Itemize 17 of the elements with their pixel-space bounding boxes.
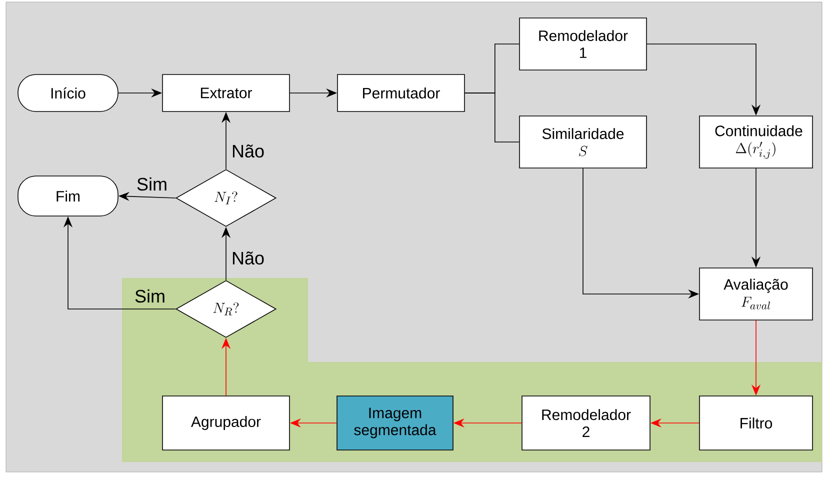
terminal-box: Fim <box>18 176 118 216</box>
edge-label: Não <box>232 144 264 158</box>
terminal-box: Início <box>18 74 118 112</box>
process-box: Imagem segmentada <box>336 396 454 450</box>
edge-label: Sim <box>135 289 164 303</box>
process-box: Agrupador <box>162 396 290 450</box>
process-box: Remodelador 2 <box>522 396 650 450</box>
process-box: Avaliação $F_{aval}$ <box>699 268 813 320</box>
process-box: Filtro <box>699 396 813 450</box>
process-box: Continuidade $\Delta(r'_{i,j})$ <box>699 116 813 168</box>
edge-label: Sim <box>137 177 166 191</box>
process-box: Permutador <box>337 74 465 112</box>
process-box: Similaridade $S$ <box>519 116 647 168</box>
edge-label: Não <box>232 251 264 265</box>
process-box: Remodelador 1 <box>519 18 647 70</box>
process-box: Extrator <box>162 74 290 112</box>
connector-line <box>464 92 520 142</box>
